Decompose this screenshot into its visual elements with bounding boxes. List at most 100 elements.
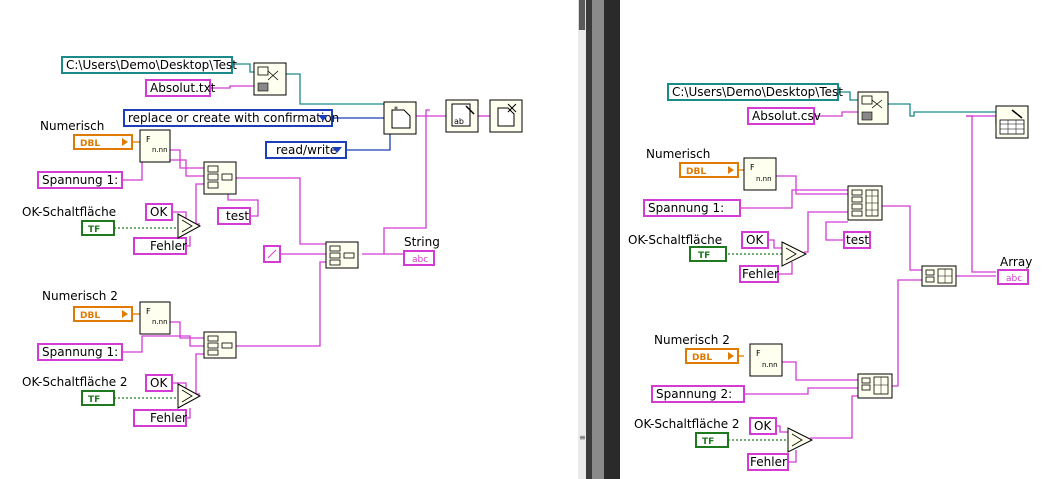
right-wires	[728, 91, 997, 463]
build-array-node[interactable]	[847, 185, 883, 221]
spannung-2-right-text: Spannung 2:	[656, 387, 732, 401]
tf-tag: TF	[702, 437, 714, 447]
boolean-terminal-right[interactable]: TF	[689, 246, 727, 262]
numeric-2-terminal-right[interactable]: DBL	[685, 348, 739, 364]
ok-button-2-label: OK-Schaltfläche 2	[22, 375, 128, 389]
ok-text: OK	[150, 205, 168, 219]
array-indicator[interactable]: abc	[997, 269, 1029, 285]
write-text-file-node[interactable]: ab	[445, 99, 479, 133]
mode-enum-text: replace or create with confirmation	[128, 111, 339, 125]
build-path-node-right[interactable]	[857, 91, 889, 125]
access-enum-constant[interactable]: read/write	[265, 141, 347, 159]
numeric-terminal[interactable]: DBL	[73, 134, 133, 150]
right-diagram-canvas[interactable]: C:\Users\Demo\Desktop\Test Absolut.csv N…	[620, 0, 1054, 479]
test-constant[interactable]: test	[217, 207, 251, 225]
spannung-2-text: Spannung 1:	[42, 345, 118, 359]
filename-constant-right-text: Absolut.csv	[752, 109, 821, 123]
concat-2-node[interactable]	[203, 331, 237, 359]
ok-constant[interactable]: OK	[145, 203, 173, 221]
right-block-diagram[interactable]: C:\Users\Demo\Desktop\Test Absolut.csv N…	[620, 0, 1054, 479]
filename-constant-right[interactable]: Absolut.csv	[747, 107, 821, 125]
ok-button-label-right: OK-Schaltfläche	[628, 233, 722, 247]
abc-tag: abc	[412, 255, 428, 265]
format-number-node-right[interactable]: F n.nn	[743, 157, 777, 191]
ok-2-constant-right[interactable]: OK	[749, 417, 777, 435]
scrollbar-thumb[interactable]	[578, 30, 586, 479]
fehler-2-right-text: Fehler	[750, 455, 787, 469]
filename-constant-text: Absolut.txt	[150, 81, 216, 95]
numeric-2-label: Numerisch 2	[42, 289, 118, 303]
numeric-2-label-right: Numerisch 2	[654, 333, 730, 347]
dbl-tag: DBL	[686, 167, 706, 177]
fehler-2-text: Fehler	[150, 411, 187, 425]
fehler-right-text: Fehler	[742, 267, 779, 281]
numeric-label-right: Numerisch	[646, 147, 710, 161]
select-2-node-right[interactable]	[787, 427, 814, 453]
svg-text:n.nn: n.nn	[152, 318, 168, 326]
left-diagram-canvas[interactable]: C:\Users\Demo\Desktop\Test Absolut.txt r…	[0, 0, 578, 479]
numeric-terminal-right[interactable]: DBL	[679, 162, 739, 178]
spannung-2-constant[interactable]: Spannung 1:	[37, 343, 123, 361]
ok-button-2-label-right: OK-Schaltfläche 2	[634, 417, 740, 431]
test-constant-right[interactable]: test	[843, 231, 871, 249]
select-2-node[interactable]	[177, 383, 202, 409]
ok-button-label: OK-Schaltfläche	[22, 205, 116, 219]
close-file-node[interactable]	[489, 99, 523, 133]
build-2d-array-node[interactable]	[921, 265, 957, 287]
abc-tag: abc	[1006, 274, 1022, 284]
concat-node[interactable]	[203, 161, 237, 195]
dbl-tag: DBL	[80, 139, 100, 149]
build-array-2-node[interactable]	[857, 373, 893, 399]
chevron-down-icon[interactable]	[318, 115, 328, 121]
tf-tag: TF	[88, 395, 100, 405]
boolean-2-terminal[interactable]: TF	[81, 390, 115, 406]
fehler-2-constant[interactable]: Fehler	[133, 409, 187, 427]
left-block-diagram[interactable]: C:\Users\Demo\Desktop\Test Absolut.txt r…	[0, 0, 578, 479]
path-constant-right[interactable]: C:\Users\Demo\Desktop\Test	[667, 83, 843, 101]
path-constant[interactable]: C:\Users\Demo\Desktop\Test	[61, 56, 237, 74]
numeric-2-terminal[interactable]: DBL	[73, 306, 133, 322]
path-constant-right-text: C:\Users\Demo\Desktop\Test	[672, 85, 843, 99]
svg-text:n.nn: n.nn	[756, 175, 772, 183]
fehler-text: Fehler	[150, 239, 187, 253]
svg-text:F: F	[750, 163, 755, 172]
pane-splitter[interactable]: ≡	[578, 0, 620, 479]
format-number-node[interactable]: F n.nn	[139, 129, 171, 163]
ok-constant-right[interactable]: OK	[741, 231, 769, 249]
fehler-constant-right[interactable]: Fehler	[739, 265, 779, 283]
format-number-2-node[interactable]: F n.nn	[139, 301, 171, 335]
ok-2-constant[interactable]: OK	[145, 374, 173, 392]
ok-2-right-text: OK	[754, 419, 772, 433]
format-number-2-node-right[interactable]: F n.nn	[749, 343, 783, 377]
spannung-constant[interactable]: Spannung 1:	[37, 171, 123, 189]
ok-right-text: OK	[746, 233, 764, 247]
boolean-2-terminal-right[interactable]: TF	[695, 432, 729, 448]
open-file-node[interactable]: *	[383, 101, 417, 135]
string-label: String	[404, 235, 440, 249]
spannung-constant-right[interactable]: Spannung 1:	[643, 199, 741, 217]
array-label: Array	[1000, 255, 1032, 269]
select-node[interactable]	[177, 213, 202, 239]
chevron-down-icon[interactable]	[332, 147, 342, 153]
final-concat-node[interactable]	[325, 241, 359, 269]
select-node-right[interactable]	[781, 241, 808, 267]
write-spreadsheet-node[interactable]	[995, 105, 1029, 139]
tf-tag: TF	[88, 225, 100, 235]
filename-constant[interactable]: Absolut.txt	[145, 79, 216, 97]
build-path-node[interactable]	[253, 62, 287, 96]
spannung-text: Spannung 1:	[42, 173, 118, 187]
dbl-tag: DBL	[80, 311, 100, 321]
ok-2-text: OK	[150, 376, 168, 390]
boolean-terminal[interactable]: TF	[81, 220, 115, 236]
fehler-2-constant-right[interactable]: Fehler	[747, 453, 789, 471]
end-of-line-constant[interactable]	[263, 245, 281, 263]
tf-tag: TF	[698, 251, 710, 261]
spannung-2-constant-right[interactable]: Spannung 2:	[651, 385, 745, 403]
svg-text:F: F	[146, 135, 151, 144]
fehler-constant[interactable]: Fehler	[133, 237, 187, 255]
string-indicator[interactable]: abc	[403, 250, 435, 266]
path-constant-text: C:\Users\Demo\Desktop\Test	[66, 58, 237, 72]
svg-text:n.nn: n.nn	[762, 361, 778, 369]
mode-enum-constant[interactable]: replace or create with confirmation	[123, 109, 339, 127]
numeric-label: Numerisch	[40, 119, 104, 133]
